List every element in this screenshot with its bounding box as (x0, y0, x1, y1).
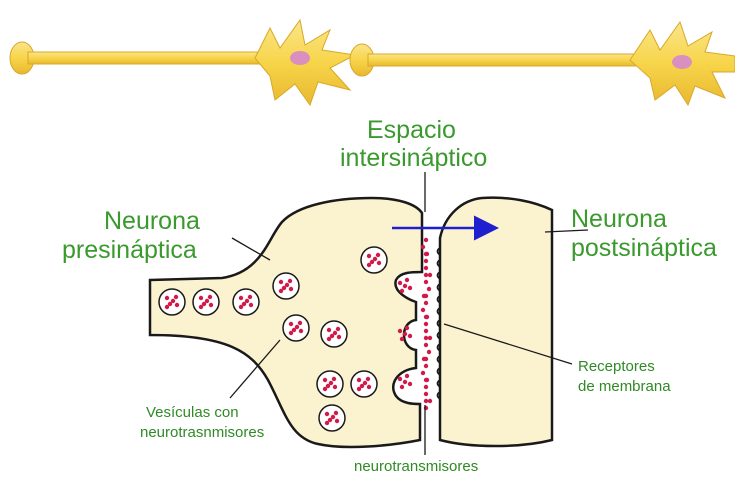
receptores-label-line1: Receptores (578, 358, 655, 375)
neurotransmitter-dot (424, 357, 428, 361)
neurotransmitter-dot (400, 289, 404, 293)
vesiculas-label-line2: neurotrasnmisores (140, 424, 264, 441)
neurotransmitter-dot (424, 294, 428, 298)
nucleus-2 (672, 55, 692, 69)
neurotransmitter-dot (428, 273, 432, 277)
vesicle (351, 371, 377, 397)
neurotransmitter-dot (424, 273, 428, 277)
neurotransmitter-dot (421, 245, 425, 249)
receptores-label-line2: de membrana (578, 378, 671, 395)
neurotransmitter-dot (424, 315, 428, 319)
neurotransmitter-dot (428, 336, 432, 340)
neurotransmitter-dot (405, 278, 409, 282)
neurotransmitter-dot (427, 350, 431, 354)
neurotransmitter-dot (400, 337, 404, 341)
neurotransmitter-dot (424, 252, 428, 256)
neurotransmitter-dot (408, 286, 412, 290)
vesicle (233, 289, 259, 315)
vesiculas-label-line1: Vesículas con (146, 404, 239, 421)
postsynaptic-neuron (440, 198, 552, 446)
neurotransmitter-dot (424, 336, 428, 340)
vesicle (273, 273, 299, 299)
neurotransmitter-dot (398, 329, 402, 333)
nucleus-1 (290, 51, 310, 65)
espacio-label-line2: intersináptico (340, 144, 487, 173)
neurotransmitter-dot (424, 259, 428, 263)
post-label-line1: Neurona (571, 205, 667, 234)
neurotransmitter-dot (424, 329, 428, 333)
pre-label-line1: Neurona (104, 207, 200, 236)
neurotransmitter-dot (424, 343, 428, 347)
neurotransmitter-dot (424, 322, 428, 326)
neurotransmitter-dot (421, 308, 425, 312)
neurotransmitter-dot (424, 266, 428, 270)
neurotransmitter-dot (403, 380, 407, 384)
neurotransmitter-dot (424, 280, 428, 284)
neurotransmitter-dot (421, 371, 425, 375)
neurotransmitter-dot (427, 287, 431, 291)
neurotransmitter-dot (405, 374, 409, 378)
neurotransmitter-dot (403, 332, 407, 336)
top-neuron-2 (350, 22, 735, 105)
neurotransmitter-dot (424, 238, 428, 242)
top-neuron-1 (10, 20, 355, 105)
neurotransmitter-dot (408, 334, 412, 338)
neurotransmitter-dot (400, 385, 404, 389)
vesicle (321, 321, 347, 347)
pre-label-line2: presináptica (62, 236, 197, 265)
espacio-label-line1: Espacio (367, 116, 456, 145)
vesicle (193, 289, 219, 315)
neurotransmitter-dot (424, 301, 428, 305)
neurotransmitter-dot (424, 364, 428, 368)
neurotransmitter-dot (424, 399, 428, 403)
neurotransmitter-dot (424, 378, 428, 382)
neurotransmitter-dot (428, 399, 432, 403)
vesicle (319, 405, 345, 431)
vesicle (361, 247, 387, 273)
neurotransmitter-dot (405, 326, 409, 330)
neurotransmitter-dot (408, 382, 412, 386)
neurotransmitter-dot (403, 284, 407, 288)
vesicle (159, 289, 185, 315)
post-label-line2: postsináptica (571, 234, 717, 263)
neurotransmisores-label: neurotransmisores (354, 458, 478, 475)
vesicle (283, 315, 309, 341)
neurotransmitter-dot (424, 392, 428, 396)
vesicle (317, 371, 343, 397)
neurotransmitter-dot (398, 377, 402, 381)
neurotransmitter-dot (424, 385, 428, 389)
neurotransmitter-dot (398, 281, 402, 285)
